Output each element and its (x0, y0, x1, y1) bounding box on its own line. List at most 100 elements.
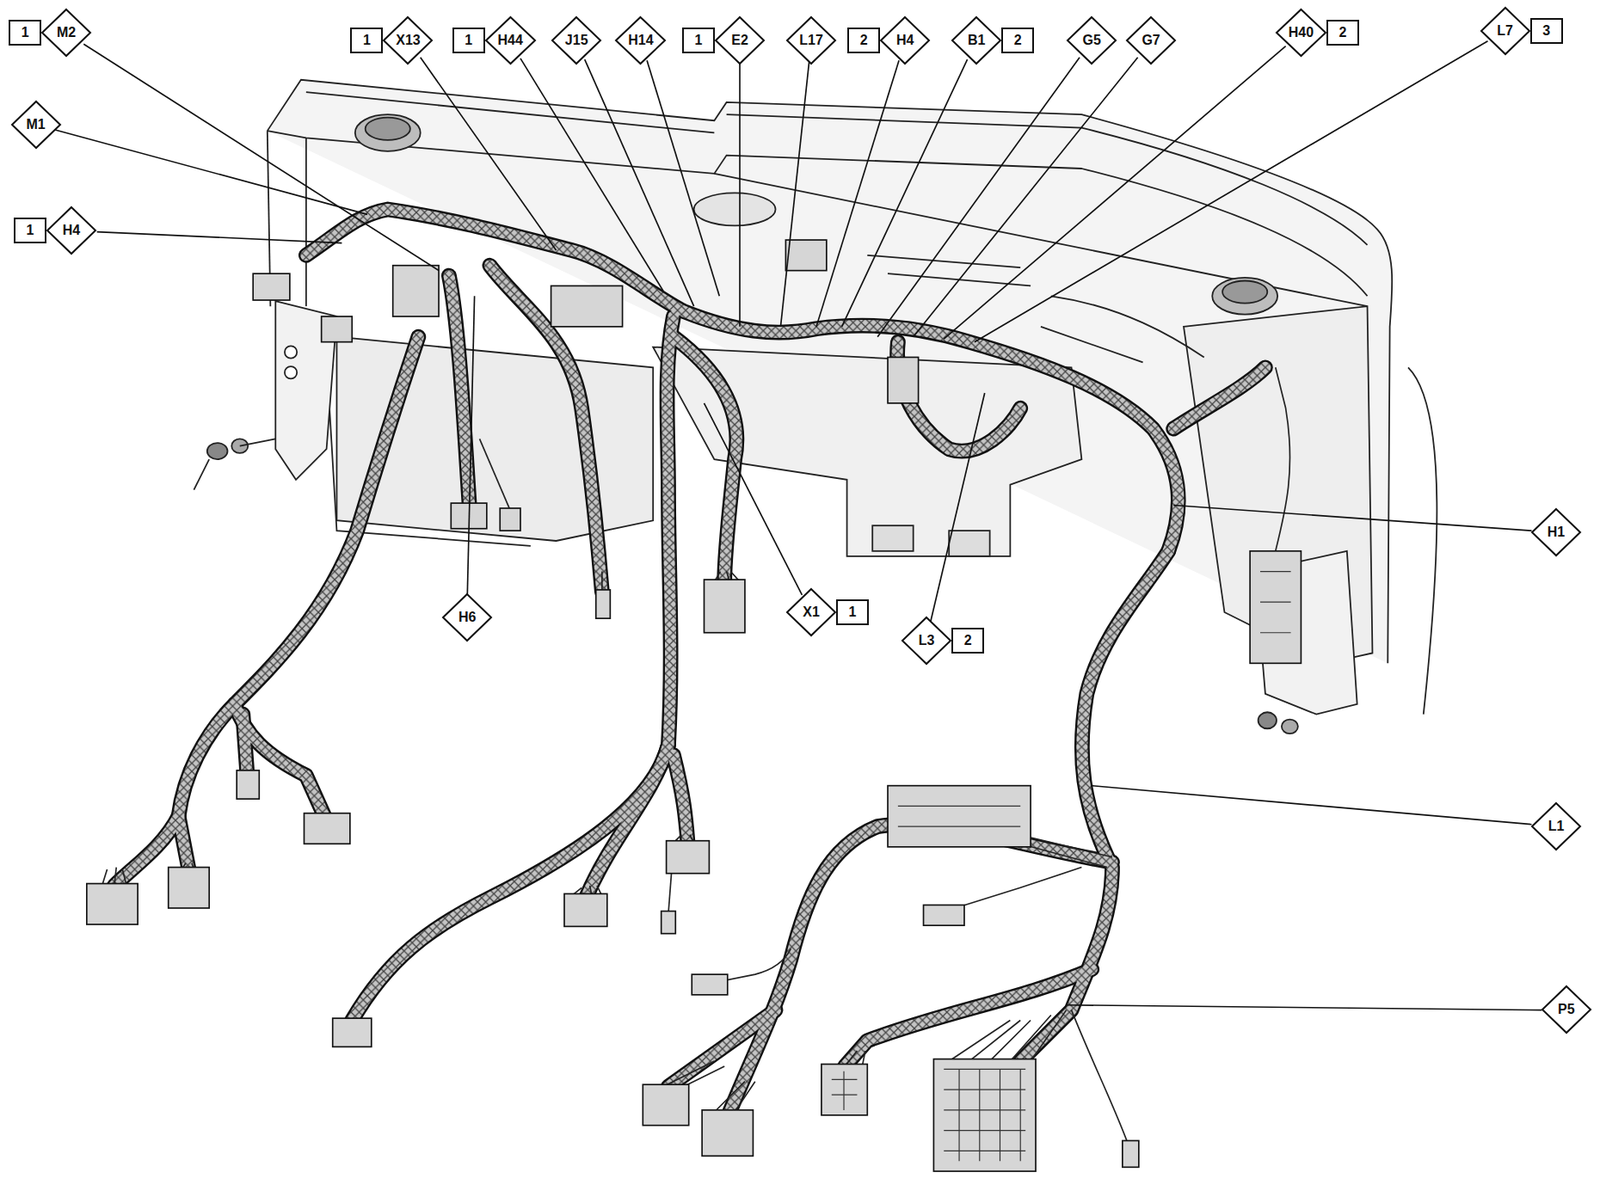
connector-plug (666, 841, 710, 874)
diamond-outline (47, 207, 96, 254)
callout-label: L1 (1548, 819, 1565, 834)
dashboard-body (355, 114, 421, 152)
callout-number-box: 3 (1530, 18, 1564, 44)
callout-label: L7 (1496, 24, 1514, 38)
leader-line (55, 129, 368, 215)
connector-plug (86, 240, 1302, 1172)
leader-line (943, 46, 1286, 339)
leader-line (467, 295, 474, 596)
connector-plug (303, 813, 350, 845)
diamond-outline (787, 589, 836, 636)
callout-label: H1 (1547, 525, 1565, 540)
callout-number-box: 1 (682, 27, 715, 54)
callout-label: H6 (458, 610, 476, 625)
callout-diamond: J15 (551, 16, 602, 65)
connector-plug (887, 786, 1031, 848)
leader-line (55, 41, 1542, 1011)
connector-pin-grid (831, 572, 1292, 1163)
dashboard-body (207, 443, 228, 460)
connector-plug (321, 316, 353, 343)
callout-label: L3 (918, 633, 936, 648)
leader-line (1091, 786, 1532, 825)
callout-diamond: L17 (786, 16, 837, 65)
diamond-outline (902, 617, 951, 665)
dashboard-body (1281, 720, 1299, 735)
callout-label: H4 (62, 223, 80, 238)
dashboard-body (305, 137, 308, 307)
dashboard-body (267, 80, 1393, 665)
callout-number: 1 (464, 33, 473, 48)
leader-line (842, 59, 968, 327)
callout-number: 1 (849, 605, 857, 620)
harness-wire (663, 1061, 725, 1088)
connector-plug (332, 1018, 372, 1047)
dashboard-body (1212, 277, 1278, 315)
dashboard-body (1222, 280, 1268, 303)
callout-number: 2 (860, 33, 868, 48)
callout-label: X13 (395, 33, 420, 48)
callout-diamond: B1 (951, 16, 1002, 65)
connector-pin-grid (1260, 572, 1292, 634)
callout-number-box: 1 (8, 19, 42, 46)
connector-plug (887, 356, 919, 403)
callout-label: M1 (25, 117, 45, 132)
leader-line (780, 61, 809, 327)
leader-line (97, 232, 343, 244)
leader-line (420, 57, 557, 251)
harness-wire (1275, 367, 1291, 552)
callout-label: G5 (1083, 33, 1102, 48)
callout-diamond: P5 (1541, 985, 1592, 1034)
diamond-outline (715, 17, 764, 64)
connector-plug (661, 911, 677, 935)
connector-plug (393, 265, 439, 317)
diamond-outline (1276, 9, 1326, 56)
dashboard-body (365, 117, 411, 141)
connector-pin-grid (959, 1069, 1021, 1162)
diamond-outline (1532, 509, 1581, 556)
callout-number-box: 2 (847, 27, 880, 54)
diamond-outline (1126, 17, 1176, 64)
callout-number-box: 1 (13, 217, 47, 244)
dashboard-body (1040, 326, 1144, 364)
harness-bundle (114, 209, 1266, 1113)
connector-plug (923, 904, 965, 926)
leader-line (646, 60, 720, 296)
callout-label: M2 (56, 25, 76, 40)
diamond-outline (787, 17, 836, 64)
connector-plug (821, 1064, 868, 1116)
leader-line (703, 403, 802, 596)
connector-plug (691, 974, 728, 996)
connector-plug (642, 1084, 689, 1126)
callout-number-box: 1 (836, 599, 869, 626)
connector-plug (236, 770, 259, 800)
diamond-outline (615, 17, 665, 64)
connector-plug (499, 508, 521, 531)
leader-line (738, 61, 741, 327)
diamond-outline (552, 17, 601, 64)
diamond-outline (42, 9, 91, 56)
diamond-outline (486, 17, 536, 64)
dashboard-body (193, 459, 210, 491)
harness-wire (102, 367, 1291, 1144)
diamond-outline (952, 17, 1001, 64)
dashboard-body (867, 255, 1021, 268)
callout-number: 1 (21, 25, 30, 40)
harness-bundle (114, 209, 1266, 1113)
callout-number: 1 (695, 33, 703, 48)
callout-number-box: 2 (1326, 19, 1360, 46)
connector-plug (86, 884, 138, 925)
callout-number: 1 (363, 33, 371, 48)
callout-diamond: H44 (485, 16, 536, 65)
connector-plug (1122, 1140, 1139, 1168)
callout-label: H40 (1288, 25, 1314, 40)
callout-label: H14 (627, 33, 653, 48)
callout-diamond: L3 (901, 616, 952, 665)
dashboard-body (1051, 295, 1205, 357)
callout-number: 3 (1542, 24, 1551, 38)
callout-diamond: L1 (1531, 802, 1582, 851)
callout-diamond: M1 (11, 100, 62, 149)
diamond-outline (1481, 7, 1530, 55)
diamond-outline (1532, 803, 1581, 850)
callout-diamond: H1 (1531, 508, 1582, 557)
callout-number-box: 2 (951, 627, 985, 654)
